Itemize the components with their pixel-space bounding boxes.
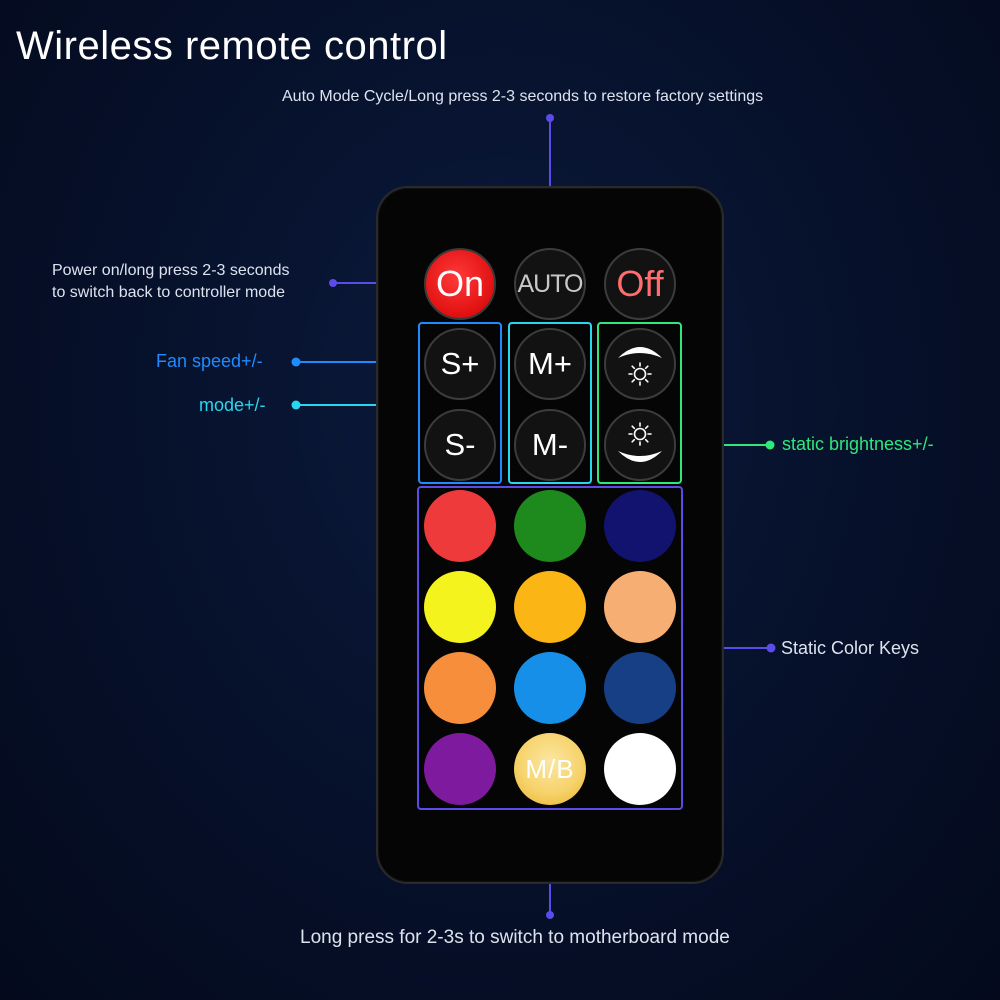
static-color-keys-annotation: Static Color Keys (781, 638, 920, 658)
motherboard-annotation: Long press for 2-3s to switch to motherb… (300, 927, 730, 948)
color-key-amber[interactable] (514, 571, 586, 643)
color-key-white[interactable] (604, 733, 676, 805)
mode-up-button[interactable]: M+ (514, 328, 586, 400)
speed-up-button[interactable]: S+ (424, 328, 496, 400)
page-title: Wireless remote control (16, 24, 448, 68)
auto-mode-annotation: Auto Mode Cycle/Long press 2-3 seconds t… (282, 88, 764, 105)
fan-speed-annotation: Fan speed+/- (156, 351, 263, 371)
brightness-down-button[interactable] (604, 409, 676, 481)
mode-down-button[interactable]: M- (514, 409, 586, 481)
auto-button[interactable]: AUTO (514, 248, 586, 320)
power-annotation-line1: Power on/long press 2-3 seconds (52, 262, 290, 279)
color-key-sky-blue[interactable] (514, 652, 586, 724)
brightness-up-button[interactable] (604, 328, 676, 400)
brightness-up-icon (618, 347, 662, 386)
color-key-green[interactable] (514, 490, 586, 562)
speed-down-button[interactable]: S- (424, 409, 496, 481)
color-key-peach[interactable] (604, 571, 676, 643)
color-key-orange[interactable] (424, 652, 496, 724)
motherboard-mode-button[interactable]: M/B (514, 733, 586, 805)
color-key-navy[interactable] (604, 652, 676, 724)
color-key-purple[interactable] (424, 733, 496, 805)
power-annotation-line2: to switch back to controller mode (52, 284, 285, 301)
power-off-button[interactable]: Off (604, 248, 676, 320)
color-key-red[interactable] (424, 490, 496, 562)
mode-annotation: mode+/- (199, 395, 266, 415)
power-on-button[interactable]: On (424, 248, 496, 320)
color-key-dark-blue[interactable] (604, 490, 676, 562)
brightness-down-icon (618, 422, 662, 462)
color-key-yellow[interactable] (424, 571, 496, 643)
static-brightness-annotation: static brightness+/- (782, 434, 934, 454)
